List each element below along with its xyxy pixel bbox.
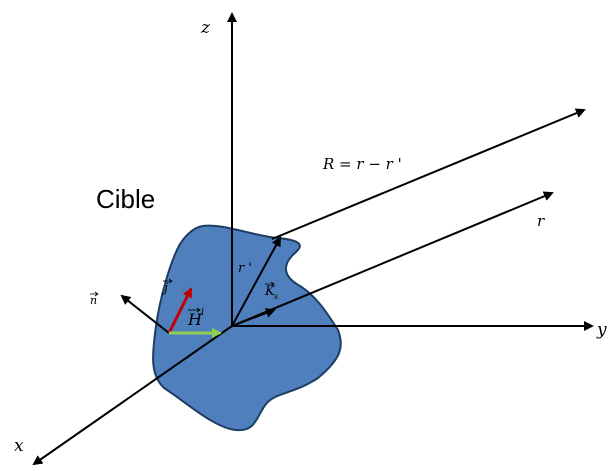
H-label-group: H i bbox=[187, 307, 204, 329]
Ks-vector bbox=[231, 308, 276, 327]
r-prime-label: r ' bbox=[238, 261, 252, 276]
K-label-group: K s bbox=[264, 281, 278, 301]
z-axis-label: z bbox=[200, 18, 211, 38]
H-overarrow-head bbox=[196, 307, 201, 313]
n-label: n bbox=[90, 294, 97, 307]
target-title: Cible bbox=[96, 184, 155, 214]
x-axis bbox=[32, 325, 233, 466]
r-label: r bbox=[537, 212, 545, 230]
j-label: j bbox=[161, 281, 168, 296]
K-subscript: s bbox=[274, 292, 278, 301]
K-overarrow-head bbox=[270, 281, 275, 287]
x-axis-label: x bbox=[14, 436, 24, 456]
n-overarrow-head bbox=[94, 291, 99, 297]
n-label-group: n bbox=[90, 291, 99, 307]
r-vector bbox=[231, 191, 554, 327]
j-vector bbox=[167, 287, 193, 334]
j-label-group: j bbox=[161, 278, 173, 296]
R-vector bbox=[271, 108, 586, 240]
r-prime-vector bbox=[231, 236, 281, 327]
H-label: H bbox=[187, 310, 203, 329]
target-shape bbox=[152, 224, 342, 432]
j-overarrow-head bbox=[168, 278, 173, 284]
y-axis-label: y bbox=[596, 320, 607, 340]
R-label: R = r − r ' bbox=[322, 155, 402, 173]
K-label: K bbox=[264, 284, 276, 299]
n-vector bbox=[120, 294, 170, 334]
H-superscript: i bbox=[201, 307, 204, 318]
